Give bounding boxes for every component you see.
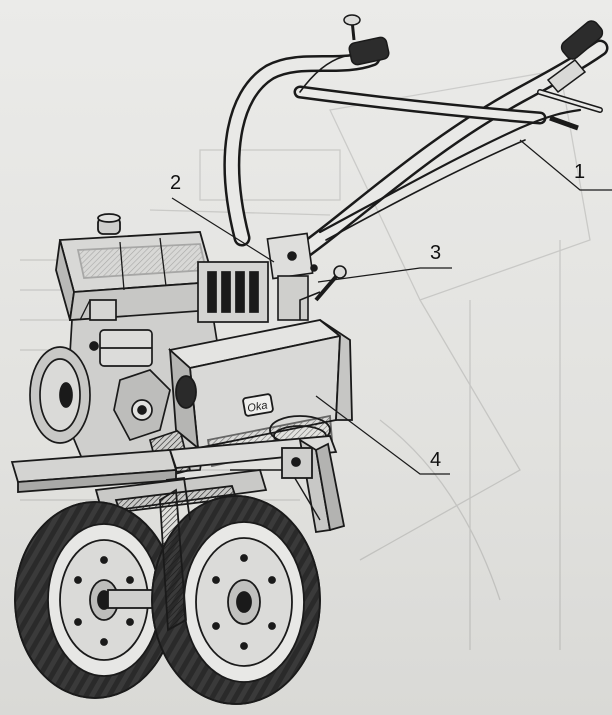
callout-label-2: 2: [170, 172, 182, 194]
fuel-tank: [55, 213, 216, 321]
handle-grips: [343, 14, 604, 131]
left-wheel: [14, 501, 179, 699]
handlebars: [223, 39, 609, 271]
brand-logo: Oka: [246, 399, 268, 414]
callout-leaders: [171, 139, 612, 475]
right-wheel: [151, 477, 321, 705]
callout-label-3: 3: [430, 242, 442, 264]
callout-label-1: 1: [574, 161, 586, 183]
callout-label-4: 4: [430, 449, 442, 471]
handle-mount: [266, 232, 347, 321]
